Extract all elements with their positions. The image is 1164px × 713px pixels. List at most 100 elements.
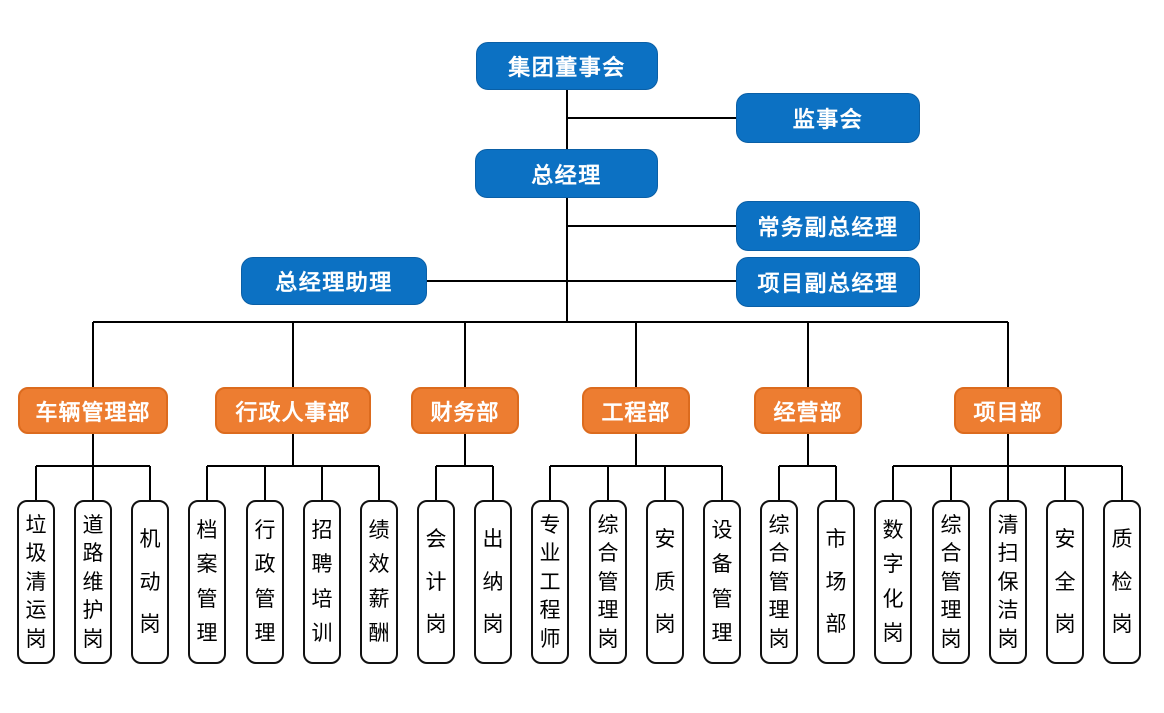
position-label-char: 效 (368, 553, 390, 577)
node-position-cleaning: 清扫保洁岗 (989, 500, 1027, 664)
position-label-char: 场 (825, 570, 847, 594)
connector-line (635, 322, 637, 387)
position-label-char: 合 (940, 542, 962, 565)
position-label-char: 培 (311, 587, 333, 611)
position-label-char: 档 (196, 519, 218, 543)
connector-line (779, 465, 836, 467)
position-label-char: 护 (82, 599, 104, 622)
position-label-char: 理 (196, 621, 218, 645)
node-position-safety: 安全岗 (1046, 500, 1084, 664)
position-label-char: 岗 (139, 613, 161, 637)
position-label-char: 行 (254, 519, 276, 543)
position-label-char: 合 (597, 542, 619, 565)
position-label-char: 理 (768, 599, 790, 622)
position-label-char: 运 (25, 599, 47, 622)
position-label-char: 训 (311, 621, 333, 645)
connector-line (427, 280, 736, 282)
connector-line (35, 466, 37, 500)
connector-line (892, 466, 894, 500)
position-label-char: 部 (825, 613, 847, 637)
node-executive-deputy-gm: 常务副总经理 (736, 201, 920, 251)
position-label-char: 质 (654, 570, 676, 594)
connector-line (893, 465, 1122, 467)
connector-line (206, 466, 208, 500)
position-label-char: 纳 (482, 570, 504, 594)
node-dept-vehicle-mgmt: 车辆管理部 (18, 387, 168, 434)
position-label-char: 动 (139, 570, 161, 594)
connector-line (835, 466, 837, 500)
node-position-general-mgmt-ops: 综合管理岗 (760, 500, 798, 664)
position-label-char: 备 (711, 553, 733, 577)
connector-line (36, 465, 150, 467)
node-group-board: 集团董事会 (476, 42, 658, 90)
position-label-char: 理 (597, 599, 619, 622)
node-position-general-mgmt-proj: 综合管理岗 (932, 500, 970, 664)
position-label-char: 清 (997, 513, 1019, 537)
connector-line (264, 466, 266, 500)
position-label-char: 管 (597, 570, 619, 594)
position-label-char: 安 (1054, 527, 1076, 551)
position-label-char: 路 (82, 542, 104, 565)
connector-line (1007, 466, 1009, 500)
position-label-char: 理 (254, 621, 276, 645)
position-label-char: 安 (654, 527, 676, 551)
node-position-digitalization: 数字化岗 (874, 500, 912, 664)
position-label-char: 案 (196, 553, 218, 577)
node-position-quality-inspection: 质检岗 (1103, 500, 1141, 664)
node-position-general-mgmt-eng: 综合管理岗 (589, 500, 627, 664)
connector-line (436, 465, 493, 467)
connector-line (464, 322, 466, 387)
position-label-char: 维 (82, 570, 104, 594)
position-label-char: 业 (539, 542, 561, 565)
position-label-char: 岗 (940, 627, 962, 651)
node-position-performance-pay: 绩效薪酬 (360, 500, 398, 664)
position-label-char: 化 (882, 587, 904, 611)
node-dept-project: 项目部 (954, 387, 1062, 434)
position-label-char: 理 (940, 599, 962, 622)
connector-line (607, 466, 609, 500)
node-position-accountant: 会计岗 (417, 500, 455, 664)
connector-line (321, 466, 323, 500)
position-label-char: 岗 (25, 627, 47, 651)
position-label-char: 岗 (654, 613, 676, 637)
position-label-char: 垃 (25, 513, 47, 537)
node-position-recruit-training: 招聘培训 (303, 500, 341, 664)
position-label-char: 岗 (997, 627, 1019, 651)
node-position-road-maintenance: 道路维护岗 (74, 500, 112, 664)
position-label-char: 保 (997, 570, 1019, 594)
position-label-char: 招 (311, 519, 333, 543)
connector-line (1064, 466, 1066, 500)
connector-line (778, 466, 780, 500)
connector-line (207, 465, 379, 467)
position-label-char: 出 (482, 527, 504, 551)
connector-line (807, 434, 809, 466)
position-label-char: 市 (825, 527, 847, 551)
connector-line (1121, 466, 1123, 500)
connector-line (566, 198, 568, 322)
connector-line (149, 466, 151, 500)
position-label-char: 岗 (597, 627, 619, 651)
connector-line (566, 90, 568, 149)
position-label-char: 岗 (882, 621, 904, 645)
position-label-char: 岗 (768, 627, 790, 651)
node-position-admin-mgmt: 行政管理 (246, 500, 284, 664)
position-label-char: 质 (1111, 527, 1133, 551)
node-gm-assistant: 总经理助理 (241, 257, 427, 305)
connector-line (92, 434, 94, 466)
connector-line (550, 465, 722, 467)
connector-line (92, 322, 94, 387)
node-position-cashier: 出纳岗 (474, 500, 512, 664)
position-label-char: 管 (254, 587, 276, 611)
connector-line (721, 466, 723, 500)
node-position-garbage-collection: 垃圾清运岗 (17, 500, 55, 664)
node-dept-operations: 经营部 (754, 387, 862, 434)
connector-line (567, 225, 736, 227)
connector-line (807, 322, 809, 387)
node-general-manager: 总经理 (475, 149, 658, 198)
connector-line (635, 434, 637, 466)
position-label-char: 政 (254, 553, 276, 577)
position-label-char: 管 (768, 570, 790, 594)
position-label-char: 聘 (311, 553, 333, 577)
position-label-char: 会 (425, 527, 447, 551)
